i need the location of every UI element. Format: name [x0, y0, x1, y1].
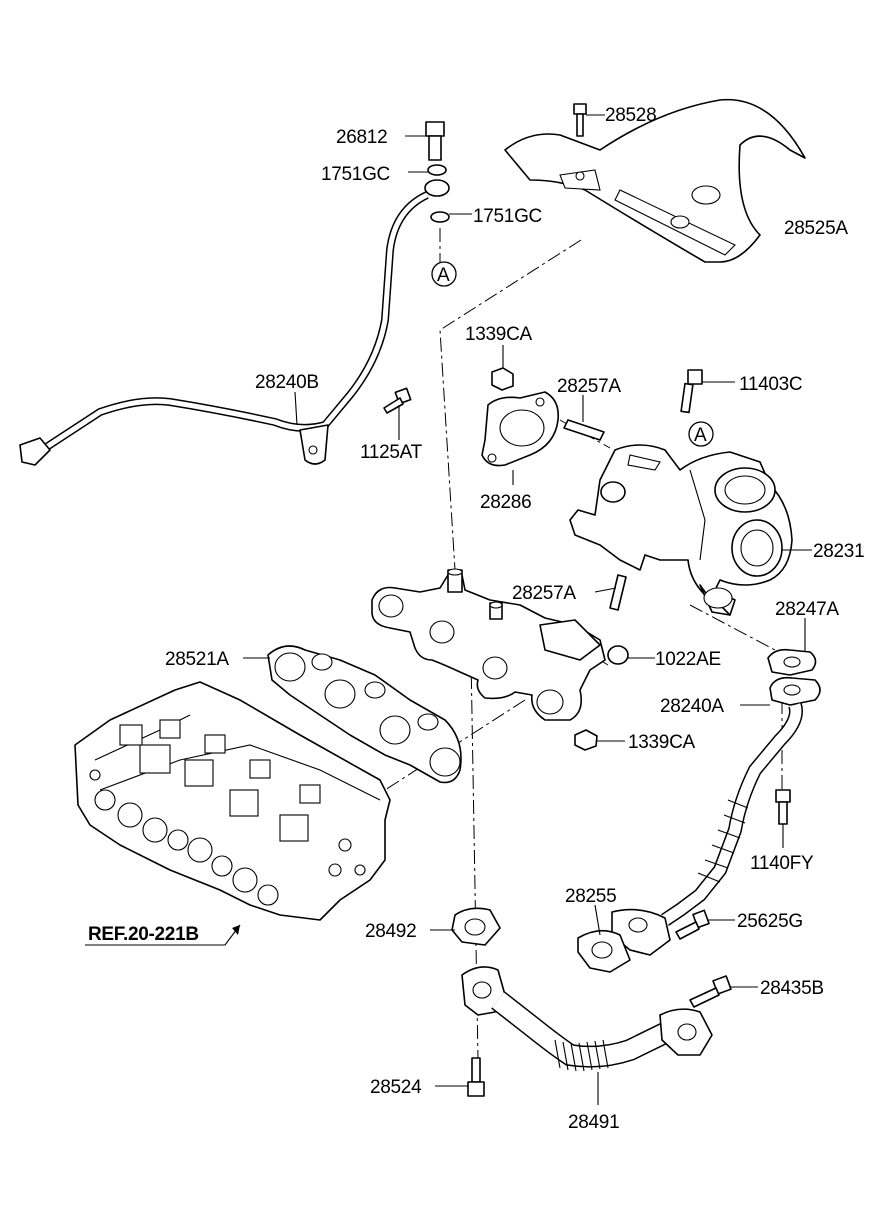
label-28524: 28524: [370, 1077, 422, 1098]
ref-circle-a-top: [431, 261, 457, 287]
ref-arrow: [85, 924, 241, 946]
label-1140fy: 1140FY: [750, 853, 814, 874]
label-1751gc-lower: 1751GC: [473, 206, 542, 227]
bolt-11403c: [680, 369, 735, 414]
oil-return-assembly: [577, 618, 821, 973]
stud-28257a-mid: [594, 574, 627, 611]
heat-shield-28525a: [504, 98, 806, 263]
label-28492: 28492: [365, 921, 416, 942]
label-28255: 28255: [565, 886, 616, 907]
label-1751gc-upper: 1751GC: [321, 164, 390, 185]
cylinder-head: [74, 681, 391, 921]
label-28525a: 28525A: [784, 218, 848, 239]
egr-pipe-assembly: [430, 907, 758, 1105]
bolt-28528: [573, 103, 605, 137]
exhaust-manifold: [371, 568, 606, 721]
label-28257a-mid: 28257A: [512, 583, 576, 604]
turbocharger-28231: [569, 444, 812, 616]
label-28491: 28491: [568, 1112, 619, 1133]
label-11403c: 11403C: [739, 374, 802, 395]
label-ref-a-top: A: [437, 265, 450, 286]
label-28240b: 28240B: [255, 372, 319, 393]
label-25625g: 25625G: [737, 911, 803, 932]
label-28286: 28286: [480, 492, 531, 513]
gasket-28286: [481, 391, 560, 485]
label-28247a: 28247A: [775, 599, 839, 620]
label-ref-block: REF.20-221B: [88, 924, 199, 945]
oil-feed-assembly: [19, 121, 472, 466]
label-28257a-top: 28257A: [557, 376, 621, 397]
label-28240a: 28240A: [660, 696, 724, 717]
label-26812: 26812: [336, 127, 387, 148]
label-1339ca-top: 1339CA: [465, 324, 532, 345]
nut-1339ca-top: [491, 345, 514, 391]
label-ref-a-turbo: A: [694, 425, 707, 446]
stud-28257a-top: [563, 395, 605, 441]
callout-labels: 26812 1751GC 1751GC 28528 28525A A 1339C…: [88, 105, 865, 1133]
ref-circle-a-turbo: [688, 421, 714, 447]
label-28231: 28231: [813, 541, 864, 562]
gasket-28521a: [243, 645, 462, 784]
label-1125at: 1125AT: [360, 442, 423, 463]
label-1339ca-bottom: 1339CA: [628, 732, 695, 753]
label-1022ae: 1022AE: [655, 649, 721, 670]
nut-1022ae: [607, 645, 655, 665]
label-28521a: 28521A: [165, 649, 229, 670]
nut-1339ca-bottom: [574, 729, 625, 751]
label-28528: 28528: [605, 105, 656, 126]
label-28435b: 28435B: [760, 978, 824, 999]
